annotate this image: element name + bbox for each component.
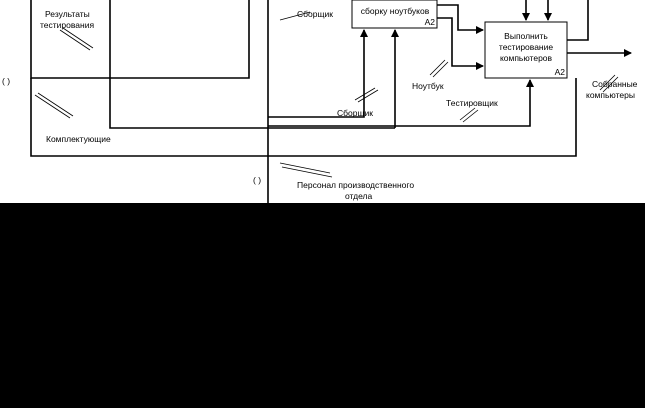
box-test-computers[interactable]: Выполнить тестирование компьютеров A2 xyxy=(484,21,568,79)
box-test-line-1: Выполнить xyxy=(504,31,548,41)
label-assembler-bottom: Сборщик xyxy=(337,108,373,118)
assembler-top-arrow xyxy=(268,29,368,118)
box-assemble-laptops-node: A2 xyxy=(425,17,436,27)
label-test-results-1: Результаты xyxy=(45,9,90,19)
box-assemble-laptops-label: сборку ноутбуков xyxy=(361,6,430,16)
components-line xyxy=(30,78,577,157)
label-laptop: Ноутбук xyxy=(412,81,444,91)
lower-black-area xyxy=(0,203,645,408)
laptop-flow xyxy=(437,4,484,70)
control-arrows-top xyxy=(522,0,589,41)
label-assembled-2: компьютеры xyxy=(586,90,635,100)
box-test-line-2: тестирование xyxy=(499,42,553,52)
label-staff-2: отдела xyxy=(345,191,373,201)
label-components: Комплектующие xyxy=(46,134,111,144)
box-test-node: A2 xyxy=(555,67,566,77)
label-tester: Тестировщик xyxy=(446,98,498,108)
box-test-line-3: компьютеров xyxy=(500,53,553,63)
label-staff-1: Персонал производственного xyxy=(297,180,414,190)
left-frame-arrows xyxy=(30,0,395,203)
label-connectors xyxy=(34,11,619,178)
box-assemble-laptops[interactable]: сборку ноутбуков A2 xyxy=(351,0,438,29)
label-test-results-2: тестирования xyxy=(40,20,94,30)
label-assembled-1: Собранные xyxy=(592,79,638,89)
tunnel-left: ( ) xyxy=(2,76,10,86)
label-assembler-top: Сборщик xyxy=(297,9,333,19)
tester-arrow xyxy=(268,79,534,127)
tunnel-bottom: ( ) xyxy=(253,175,261,185)
